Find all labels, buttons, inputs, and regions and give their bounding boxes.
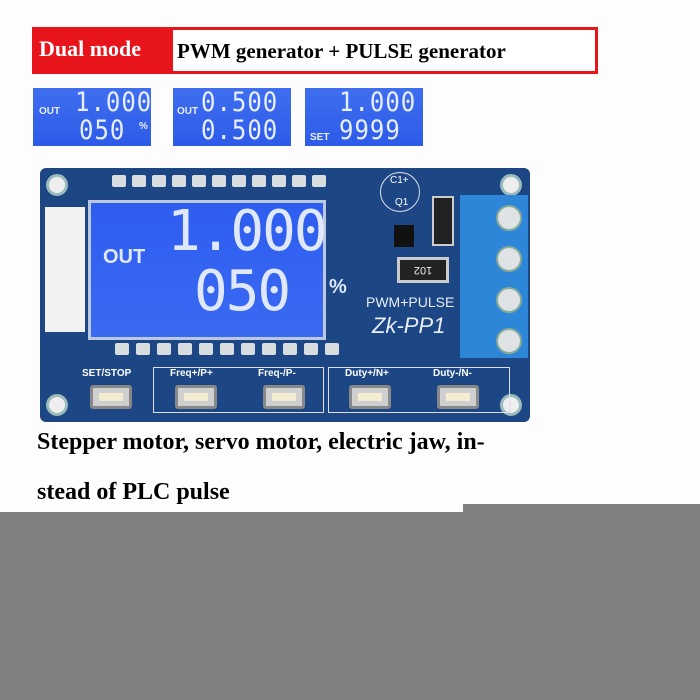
lcd-pin <box>292 175 306 187</box>
mini-label: OUT <box>177 106 199 117</box>
mount-hole <box>46 174 68 196</box>
lcd-pin <box>152 175 166 187</box>
mode-label: Dual mode <box>35 30 173 71</box>
lcd-pin <box>232 175 246 187</box>
lcd-pin <box>304 343 318 355</box>
lcd-line1: 1.000 <box>167 199 328 264</box>
lcd-pin <box>132 175 146 187</box>
terminal-block <box>460 195 528 358</box>
mini-label: OUT <box>39 106 61 117</box>
lcd-pins-top <box>112 175 326 187</box>
button-label: Duty-/N- <box>433 368 472 379</box>
screw-terminal[interactable] <box>496 328 522 354</box>
mini-line1: 0.500 <box>201 86 279 118</box>
product-silkscreen: PWM+PULSE <box>366 294 455 310</box>
lcd-label: OUT <box>103 246 146 268</box>
mini-display-1: OUT 1.000 050 % <box>33 86 153 146</box>
lcd-pin <box>272 175 286 187</box>
lcd-pins-bottom <box>115 343 339 355</box>
freq-up-button[interactable] <box>175 385 217 409</box>
banner-title: PWM generator + PULSE generator <box>177 39 506 63</box>
lcd-pin <box>312 175 326 187</box>
lcd-pin <box>252 175 266 187</box>
button-label: Duty+/N+ <box>345 368 389 379</box>
lcd-pin <box>283 343 297 355</box>
mini-line2: 050 <box>79 114 126 146</box>
lcd-pin <box>115 343 129 355</box>
freq-group <box>153 367 324 413</box>
duty-down-button[interactable] <box>437 385 479 409</box>
lcd-pin <box>262 343 276 355</box>
mini-line1: 1.000 <box>75 86 153 118</box>
caption-line-1: Stepper motor, servo motor, electric jaw… <box>37 429 485 455</box>
lcd-pin <box>212 175 226 187</box>
q1-footprint: C1+ Q1 <box>380 172 420 212</box>
lcd-pin <box>220 343 234 355</box>
button-label: Freq-/P- <box>258 368 296 379</box>
mini-display-3: SET 1.000 9999 <box>305 86 423 146</box>
resistor: 102 <box>397 257 449 283</box>
mosfet <box>394 225 414 247</box>
model-silkscreen: Zk-PP1 <box>372 313 446 338</box>
c1-label: C1+ <box>390 175 409 186</box>
lcd-pin <box>325 343 339 355</box>
lcd-pin <box>157 343 171 355</box>
redacted-area <box>0 512 463 700</box>
lcd-line2: 050 <box>194 259 291 324</box>
lcd-display: OUT 1.000 050 % <box>88 199 347 340</box>
button-label: SET/STOP <box>82 368 132 379</box>
mini-line1: 1.000 <box>339 86 417 118</box>
mini-display-2: OUT 0.500 0.500 <box>173 86 291 146</box>
lcd-pin <box>112 175 126 187</box>
lcd-unit: % <box>329 276 347 298</box>
mount-hole <box>500 394 522 416</box>
freq-down-button[interactable] <box>263 385 305 409</box>
mini-line2: 9999 <box>339 114 401 146</box>
mini-line2: 0.500 <box>201 114 279 146</box>
duty-up-button[interactable] <box>349 385 391 409</box>
q1-label: Q1 <box>395 197 409 208</box>
redacted-area <box>463 504 700 700</box>
screw-terminal[interactable] <box>496 205 522 231</box>
lcd-pin <box>172 175 186 187</box>
screw-terminal[interactable] <box>496 246 522 272</box>
lcd-pin <box>178 343 192 355</box>
duty-group <box>328 367 510 413</box>
mini-label: SET <box>310 132 330 143</box>
set-stop-button[interactable] <box>90 385 132 409</box>
mini-unit: % <box>139 121 148 132</box>
lcd-bracket <box>45 207 85 332</box>
button-label: Freq+/P+ <box>170 368 213 379</box>
lcd-pin <box>199 343 213 355</box>
mount-hole <box>500 174 522 196</box>
caption-line-2: stead of PLC pulse <box>37 479 230 505</box>
diode <box>432 196 454 246</box>
lcd-pin <box>241 343 255 355</box>
lcd-pin <box>192 175 206 187</box>
screw-terminal[interactable] <box>496 287 522 313</box>
mount-hole <box>46 394 68 416</box>
title-banner: Dual mode PWM generator + PULSE generato… <box>32 27 598 74</box>
lcd-pin <box>136 343 150 355</box>
